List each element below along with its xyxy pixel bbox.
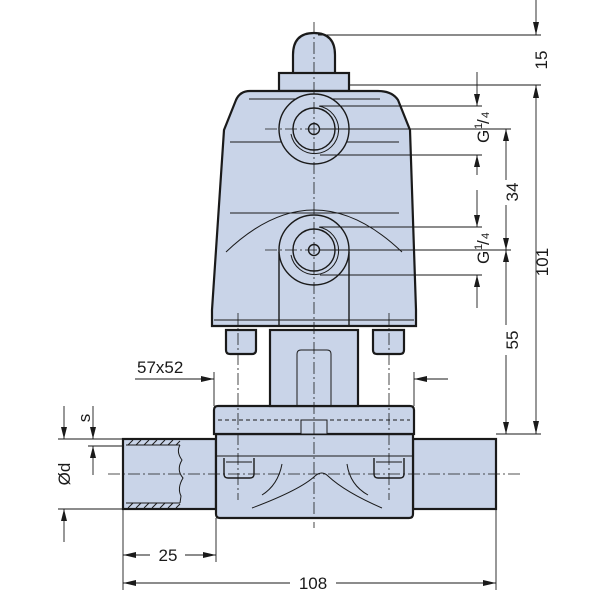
- dim-108: 108: [299, 574, 327, 593]
- pipe-wall-hatch: [126, 439, 184, 509]
- dimension-lines: [58, 0, 541, 590]
- dim-57x52: 57x52: [137, 358, 183, 377]
- dim-port-upper: G 1 / 4: [473, 112, 493, 143]
- svg-text:G: G: [474, 130, 493, 143]
- svg-text:G: G: [474, 251, 493, 264]
- valve-neck: [224, 328, 406, 408]
- svg-text:4: 4: [480, 112, 492, 118]
- center-lines: [108, 22, 520, 528]
- dimension-labels: 15 G 1 / 4 G 1 / 4 34 55 101 57x52 s Ød …: [55, 51, 552, 593]
- nut-right: [371, 328, 406, 356]
- nut-left: [224, 328, 258, 356]
- svg-text:1: 1: [473, 244, 485, 250]
- dim-port-lower: G 1 / 4: [473, 233, 493, 264]
- dim-15: 15: [532, 51, 551, 70]
- dim-s: s: [75, 414, 94, 423]
- dim-34: 34: [503, 183, 522, 202]
- svg-text:4: 4: [480, 233, 492, 239]
- dim-diameter: Ød: [55, 463, 74, 486]
- svg-text:/: /: [474, 240, 493, 245]
- dim-55: 55: [503, 331, 522, 350]
- svg-text:1: 1: [473, 123, 485, 129]
- dim-25: 25: [159, 546, 178, 565]
- dim-101: 101: [533, 248, 552, 276]
- valve-body: [121, 404, 498, 520]
- svg-text:/: /: [474, 119, 493, 124]
